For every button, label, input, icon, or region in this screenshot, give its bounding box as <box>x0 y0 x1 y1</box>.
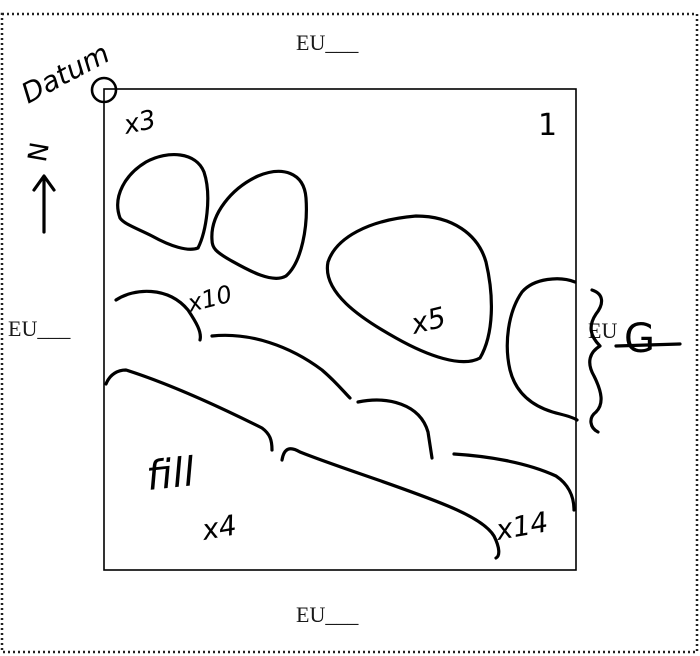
rock-4 <box>505 277 579 422</box>
fill-boundary-right <box>280 447 501 560</box>
dotted-page-border <box>0 12 699 654</box>
stratum-letter: G <box>624 316 655 362</box>
stratum-underline <box>614 342 682 348</box>
unit-number: 1 <box>538 108 557 143</box>
soil-boundary-upper-2 <box>210 333 352 400</box>
rock-3 <box>325 214 493 364</box>
eu-label-bottom: EU___ <box>296 602 359 627</box>
datum-label: Datum <box>16 37 115 111</box>
count-x3: x3 <box>120 105 158 141</box>
eu-label-top: EU___ <box>296 30 359 55</box>
soil-boundary-upper <box>114 289 202 342</box>
soil-boundary-lower-right <box>452 452 576 512</box>
north-label: N <box>23 140 56 164</box>
fill-label: fill <box>144 449 197 500</box>
count-x5: x5 <box>407 300 449 341</box>
rock-1 <box>116 153 210 251</box>
datum-marker <box>90 76 118 104</box>
soil-boundary-upper-3 <box>356 398 434 460</box>
count-x14: x14 <box>493 505 551 547</box>
north-arrow-icon <box>32 174 56 234</box>
stratum-brace <box>588 288 604 434</box>
unit-square <box>103 88 577 571</box>
rock-2 <box>210 169 308 280</box>
eu-label-left: EU___ <box>8 316 71 341</box>
count-x4: x4 <box>199 508 240 547</box>
fill-boundary-left <box>104 368 274 452</box>
